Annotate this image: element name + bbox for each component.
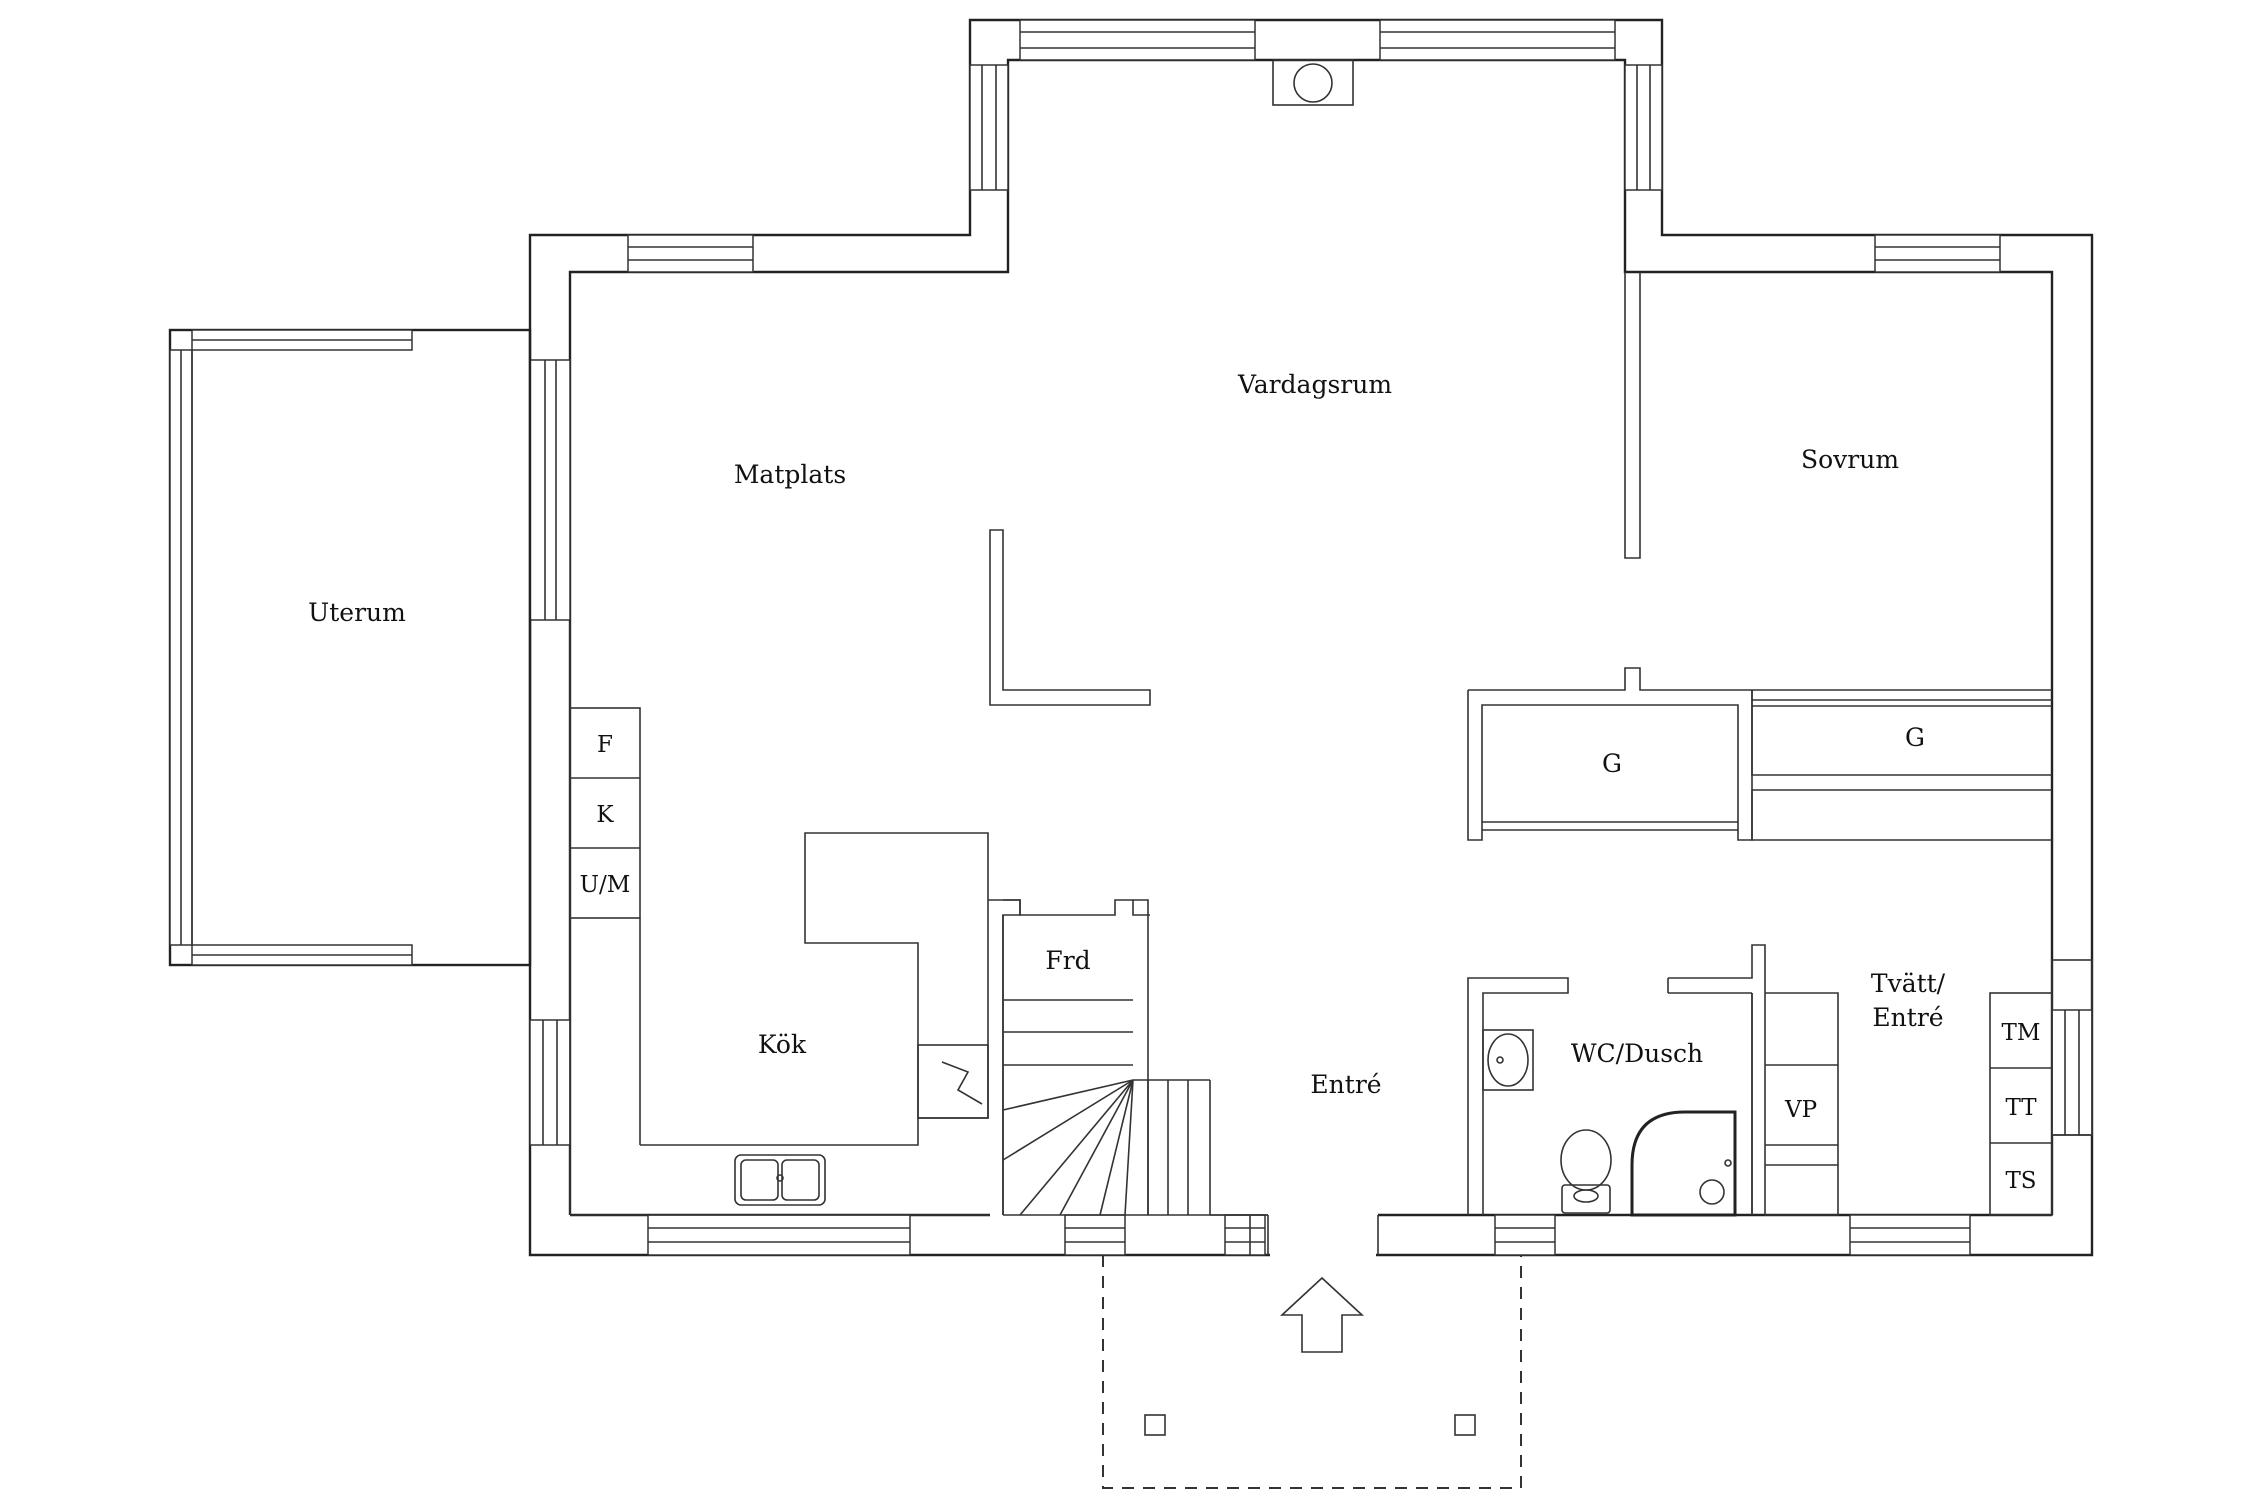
label-frd: Frd bbox=[1045, 946, 1090, 975]
wardrobes bbox=[1467, 690, 2052, 841]
label-ugn-micro: U/M bbox=[580, 872, 631, 898]
fireplace bbox=[1272, 59, 1354, 106]
label-wc-dusch: WC/Dusch bbox=[1571, 1039, 1703, 1068]
laundry-structure bbox=[1751, 959, 2093, 1216]
fixture-labels: F K U/M VP TM TT TS bbox=[580, 732, 2041, 1194]
label-uterum: Uterum bbox=[308, 598, 406, 627]
label-garderob-right: G bbox=[1905, 723, 1925, 752]
label-vp: VP bbox=[1784, 1097, 1817, 1123]
entrance-opening bbox=[1270, 1212, 1376, 1258]
washbasin-icon bbox=[1482, 1029, 1534, 1091]
label-ts: TS bbox=[2005, 1168, 2036, 1194]
porch bbox=[1102, 1255, 1522, 1489]
toilet-icon bbox=[1560, 1129, 1612, 1214]
label-fridge: F bbox=[597, 732, 613, 758]
label-kok: Kök bbox=[758, 1030, 807, 1059]
label-garderob-left: G bbox=[1602, 749, 1622, 778]
label-kyl: K bbox=[596, 802, 614, 828]
label-tvatt-entre: Entré bbox=[1872, 1003, 1943, 1032]
uterum-structure bbox=[168, 328, 532, 967]
room-labels: Vardagsrum Matplats Sovrum Uterum Kök Fr… bbox=[308, 370, 1946, 1099]
sink-icon bbox=[734, 1154, 826, 1206]
label-tvatt: Tvätt/ bbox=[1871, 969, 1946, 998]
label-entre: Entré bbox=[1310, 1070, 1381, 1099]
staircase bbox=[1002, 899, 1268, 1255]
bathroom-structure bbox=[1467, 944, 1766, 1215]
label-tt: TT bbox=[2005, 1095, 2037, 1121]
windows bbox=[529, 19, 2093, 1256]
label-vardagsrum: Vardagsrum bbox=[1237, 370, 1392, 399]
entrance-arrow-icon bbox=[1279, 1276, 1365, 1353]
shower-icon bbox=[1630, 1110, 1737, 1217]
label-tm: TM bbox=[2002, 1020, 2041, 1046]
label-matplats: Matplats bbox=[734, 460, 846, 489]
label-sovrum: Sovrum bbox=[1801, 445, 1899, 474]
kitchen-structure bbox=[569, 707, 1021, 1216]
